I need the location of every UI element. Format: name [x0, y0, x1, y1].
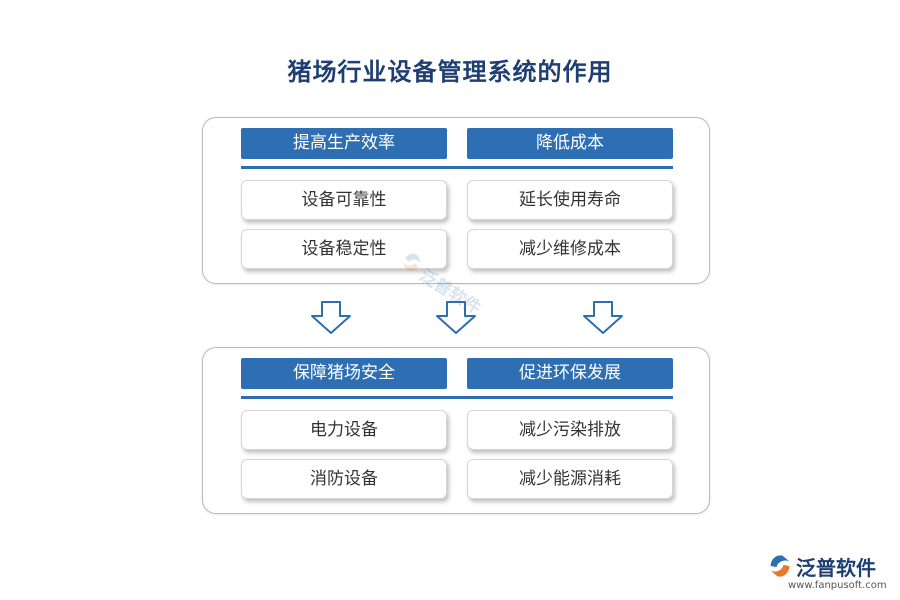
- card-equipment-reliability: 设备可靠性: [241, 180, 447, 220]
- card-power-equipment: 电力设备: [241, 410, 447, 450]
- bottom-divider: [241, 396, 673, 399]
- card-reduce-repair-cost: 减少维修成本: [467, 229, 673, 269]
- header-pig-farm-safety: 保障猪场安全: [241, 358, 447, 389]
- header-environmental-protection: 促进环保发展: [467, 358, 673, 389]
- down-arrow-icon: [583, 301, 623, 334]
- bottom-panel: 保障猪场安全 促进环保发展 电力设备 消防设备 减少污染排放 减少能源消耗: [202, 347, 710, 514]
- top-panel: 提高生产效率 降低成本 设备可靠性 设备稳定性 延长使用寿命 减少维修成本: [202, 117, 710, 284]
- brand-name: 泛普软件: [796, 556, 876, 580]
- fanpu-logo-icon: [402, 253, 421, 272]
- card-reduce-energy: 减少能源消耗: [467, 459, 673, 499]
- down-arrow-icon: [436, 301, 476, 334]
- card-reduce-pollution: 减少污染排放: [467, 410, 673, 450]
- page-title: 猪场行业设备管理系统的作用: [287, 57, 613, 86]
- down-arrow-icon: [311, 301, 351, 334]
- header-reduce-cost: 降低成本: [467, 128, 673, 159]
- brand-url: www.fanpusoft.com: [788, 580, 887, 591]
- card-equipment-stability: 设备稳定性: [241, 229, 447, 269]
- top-divider: [241, 166, 673, 169]
- watermark: 泛普软件: [376, 246, 501, 355]
- fanpu-logo-icon: [770, 555, 790, 577]
- card-fire-equipment: 消防设备: [241, 459, 447, 499]
- header-production-efficiency: 提高生产效率: [241, 128, 447, 159]
- brand-logo: 泛普软件 www.fanpusoft.com: [766, 552, 896, 596]
- card-extend-service-life: 延长使用寿命: [467, 180, 673, 220]
